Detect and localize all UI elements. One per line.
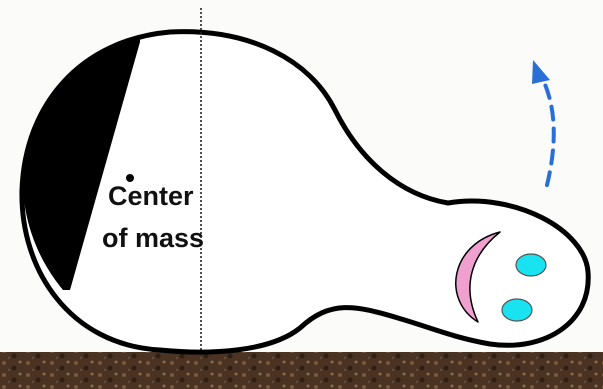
eye-icon-bottom [502, 299, 532, 321]
ground [0, 352, 603, 389]
center-of-mass-label-line2: of mass [102, 223, 204, 253]
center-of-mass-label-line1: Center [108, 181, 194, 211]
eye-icon-top [516, 254, 546, 276]
